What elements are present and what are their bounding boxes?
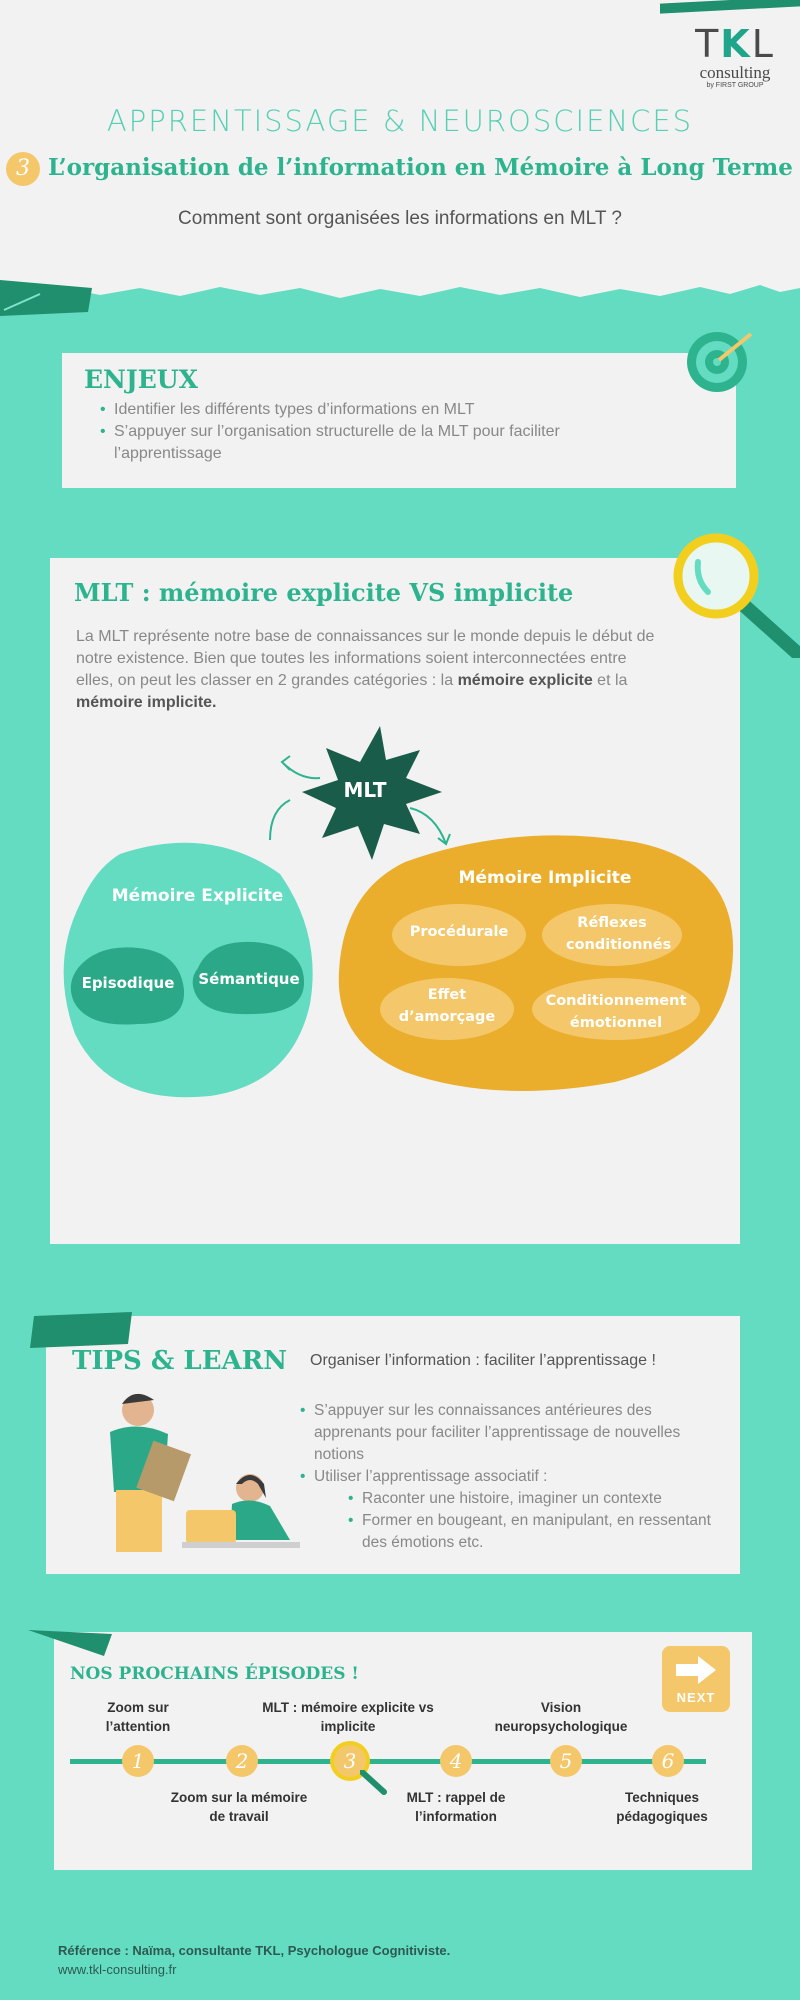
step-3-label: MLT : mémoire explicite vs implicite bbox=[262, 1700, 434, 1734]
page-subtitle: L’organisation de l’information en Mémoi… bbox=[48, 154, 793, 181]
mlt-center-label: MLT bbox=[343, 778, 387, 802]
step-6-badge[interactable]: 6 bbox=[652, 1745, 684, 1777]
enjeux-card: ENJEUX Identifier les différents types d… bbox=[62, 353, 736, 488]
implicit-item-priming: Effet d’amorçage bbox=[398, 987, 496, 1025]
timeline-line bbox=[70, 1759, 706, 1764]
logo[interactable]: TKL consulting by FIRST GROUP bbox=[680, 24, 790, 89]
magnifier-handle-icon bbox=[360, 1770, 387, 1795]
next-heading: NOS PROCHAINS ÉPISODES ! bbox=[70, 1664, 359, 1684]
step-1-badge[interactable]: 1 bbox=[122, 1745, 154, 1777]
episodic-blob bbox=[70, 947, 185, 1025]
mlt-intro: La MLT représente notre base de connaiss… bbox=[76, 628, 655, 711]
implicit-item-reflexes: Réflexes conditionnés bbox=[566, 915, 672, 953]
step-2-label: Zoom sur la mémoire de travail bbox=[170, 1790, 308, 1824]
footer-reference: Référence : Naïma, consultante TKL, Psyc… bbox=[58, 1943, 451, 1958]
step-4-badge[interactable]: 4 bbox=[440, 1745, 472, 1777]
torn-edge-divider bbox=[0, 270, 800, 298]
explicit-memory-title: Mémoire Explicite bbox=[111, 886, 284, 906]
step-1-label: Zoom sur l’attention bbox=[105, 1700, 171, 1734]
next-brush-decoration bbox=[28, 1630, 112, 1656]
list-item: S’appuyer sur les connaissances antérieu… bbox=[298, 1400, 728, 1466]
step-2-badge[interactable]: 2 bbox=[226, 1745, 258, 1777]
tips-list: S’appuyer sur les connaissances antérieu… bbox=[298, 1400, 728, 1554]
step-5-label: Vision neuropsychologique bbox=[494, 1700, 628, 1734]
explicit-item-semantic: Sémantique bbox=[198, 970, 300, 988]
implicit-memory-title: Mémoire Implicite bbox=[458, 868, 632, 888]
next-button-label: NEXT bbox=[676, 1690, 716, 1705]
emotional-conditioning-blob bbox=[532, 978, 700, 1040]
enjeux-heading: ENJEUX bbox=[84, 365, 198, 394]
logo-by: by FIRST GROUP bbox=[706, 82, 764, 89]
list-item: Utiliser l’apprentissage associatif : bbox=[298, 1466, 728, 1488]
list-item: Identifier les différents types d’inform… bbox=[98, 399, 658, 421]
next-button[interactable]: NEXT bbox=[662, 1646, 730, 1712]
tips-tagline: Organiser l’information : faciliter l’ap… bbox=[310, 1352, 656, 1369]
mlt-burst-diagram bbox=[269, 726, 451, 860]
page-question: Comment sont organisées les informations… bbox=[178, 208, 622, 229]
episode-number-badge: 3 bbox=[6, 152, 40, 186]
footer-url-link[interactable]: www.tkl-consulting.fr bbox=[58, 1962, 177, 1977]
implicit-item-emotional: Conditionnement émotionnel bbox=[545, 993, 687, 1031]
magnifier-icon bbox=[673, 533, 800, 658]
semantic-blob bbox=[192, 941, 305, 1015]
procedural-blob bbox=[392, 904, 526, 966]
page-title: APPRENTISSAGE & NEUROSCIENCES bbox=[106, 104, 694, 138]
logo-subtitle: consulting bbox=[699, 63, 771, 82]
people-illustration bbox=[110, 1393, 300, 1552]
tips-brush-decoration bbox=[30, 1312, 132, 1348]
list-item: S’appuyer sur l’organisation structurell… bbox=[98, 421, 658, 465]
tips-heading: TIPS & LEARN bbox=[72, 1346, 288, 1376]
arrow-right-icon bbox=[676, 1656, 716, 1684]
explicit-memory-blob bbox=[63, 842, 313, 1098]
target-icon bbox=[687, 332, 753, 392]
explicit-item-episodic: Episodique bbox=[81, 974, 175, 992]
list-item: Raconter une histoire, imaginer un conte… bbox=[346, 1488, 728, 1510]
mlt-heading: MLT : mémoire explicite VS implicite bbox=[74, 578, 574, 607]
list-item: Former en bougeant, en manipulant, en re… bbox=[346, 1510, 728, 1554]
step-6-label: Techniques pédagogiques bbox=[616, 1790, 708, 1824]
reflexes-blob bbox=[542, 904, 682, 966]
next-episodes-card: NOS PROCHAINS ÉPISODES ! bbox=[54, 1632, 752, 1870]
enjeux-list: Identifier les différents types d’inform… bbox=[98, 399, 658, 465]
step-4-label: MLT : rappel de l’information bbox=[406, 1790, 506, 1824]
implicit-item-procedural: Procédurale bbox=[409, 924, 509, 940]
step-5-badge[interactable]: 5 bbox=[550, 1745, 582, 1777]
priming-blob bbox=[380, 978, 514, 1040]
brush-stroke-decoration bbox=[0, 280, 92, 316]
header-section bbox=[0, 0, 800, 285]
